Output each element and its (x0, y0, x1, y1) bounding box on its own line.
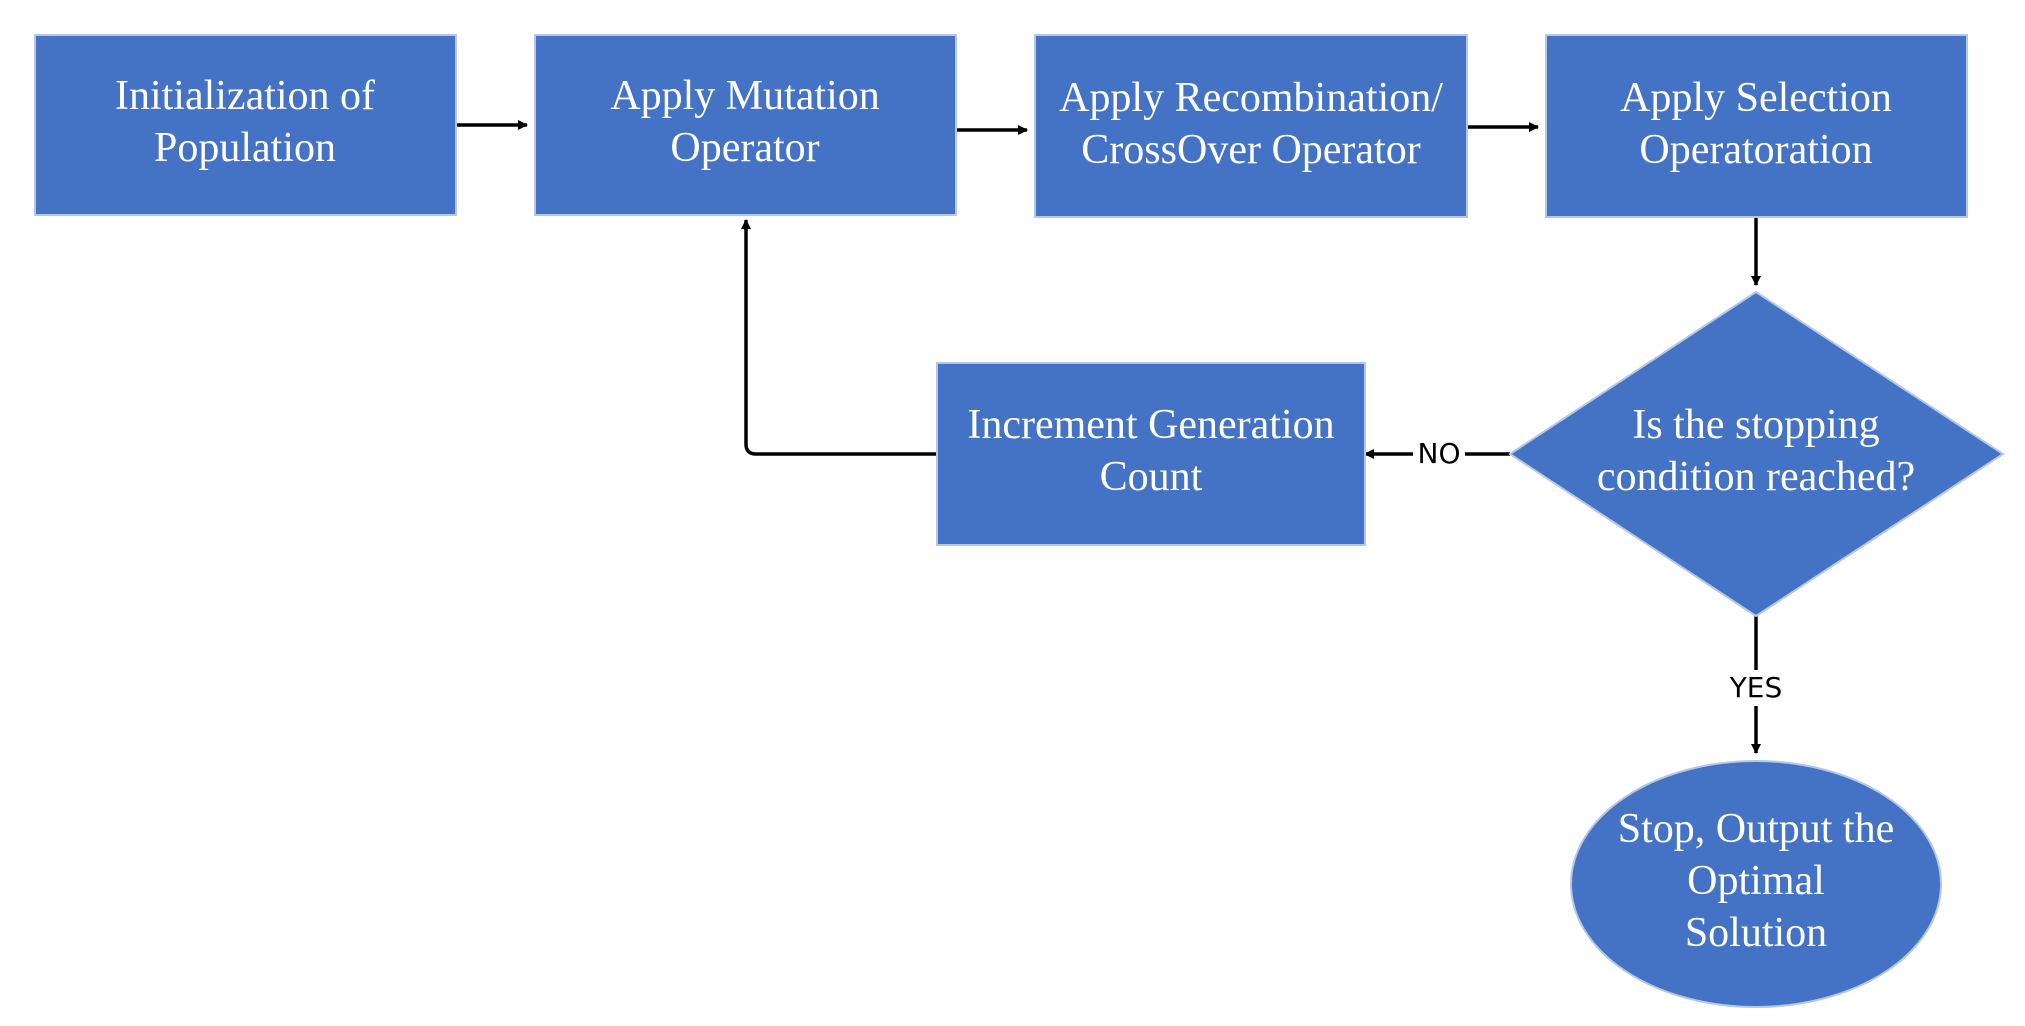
node-label-line: Stop, Output the (1618, 806, 1895, 852)
arrow-increment-to-mutation (741, 219, 937, 456)
node-stopping-decision: Is the stopping condition reached? (1508, 290, 2005, 618)
node-label-line: condition reached? (1597, 454, 1915, 500)
node-label-line: Apply Selection (1620, 75, 1892, 121)
node-label-line: Apply Recombination/ (1059, 75, 1443, 121)
node-label-line: CrossOver Operator (1081, 127, 1420, 173)
node-stopping-decision-label: Is the stopping condition reached? (1597, 402, 1915, 500)
node-label-line: Operatoration (1639, 127, 1872, 173)
node-initialization-shape (34, 34, 457, 216)
edge-label-no: NO (1413, 437, 1465, 471)
node-label-line: Operator (670, 125, 819, 171)
node-stop-output-shape (1570, 760, 1942, 1008)
node-apply-mutation-shape (534, 34, 957, 216)
node-label-line: Optimal (1687, 858, 1825, 904)
node-apply-crossover-label: Apply Recombination/CrossOver Operator (1059, 75, 1443, 173)
edge-label-yes-text: YES (1729, 671, 1783, 704)
node-increment-generation-shape (936, 362, 1366, 546)
node-stopping-decision-shape (1508, 290, 2005, 618)
node-label-line: Solution (1685, 910, 1827, 956)
node-label-line: Increment Generation (967, 402, 1334, 448)
edge-label-no-text: NO (1418, 437, 1461, 470)
node-initialization-label: Initialization of Population (115, 73, 375, 171)
node-label-line: Apply Mutation (610, 73, 880, 119)
node-initialization: Initialization of Population (34, 34, 457, 216)
node-label-line: Is the stopping (1632, 402, 1879, 448)
node-label-line: Initialization of (115, 73, 375, 119)
node-apply-selection-shape (1545, 34, 1968, 218)
node-apply-crossover: Apply Recombination/CrossOver Operator (1034, 34, 1468, 218)
node-label-line: Count (1100, 454, 1203, 500)
edge-label-yes: YES (1726, 670, 1786, 706)
node-label-line: Population (154, 125, 336, 171)
node-apply-crossover-shape (1034, 34, 1468, 218)
